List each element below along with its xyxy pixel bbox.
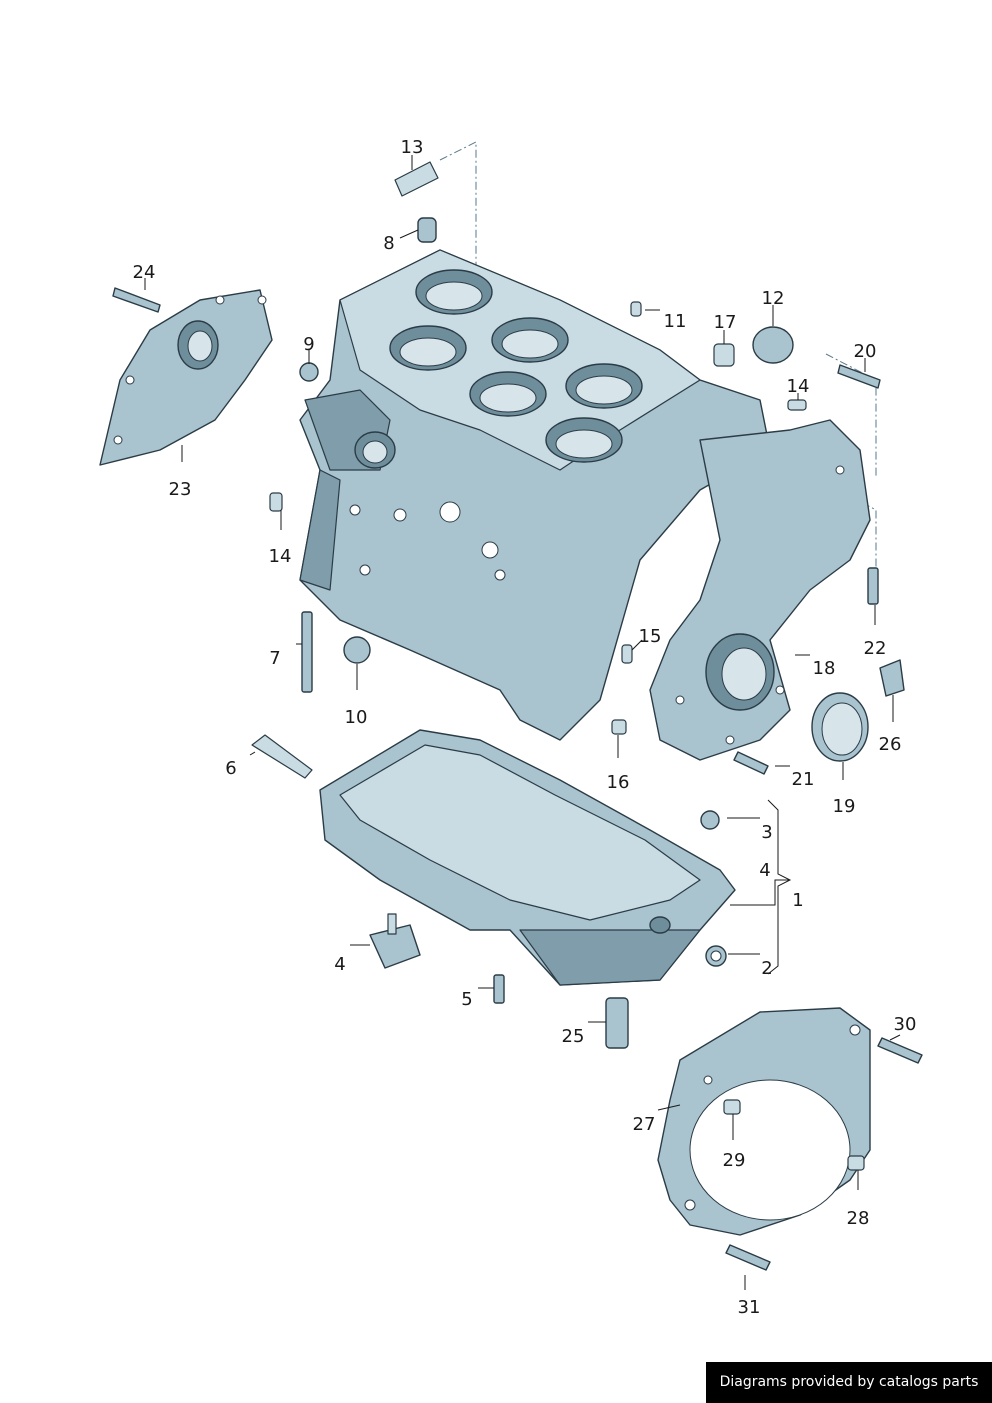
callout-8: 8 xyxy=(383,233,394,254)
callout-4b: 4 xyxy=(334,954,345,975)
callout-15: 15 xyxy=(639,626,662,647)
callout-13: 13 xyxy=(401,137,424,158)
leader-lines xyxy=(144,155,901,1290)
callout-19: 19 xyxy=(833,796,856,817)
attribution-footer: Diagrams provided by catalogs parts xyxy=(706,1362,992,1403)
callout-27: 27 xyxy=(633,1114,656,1135)
callout-21: 21 xyxy=(792,769,815,790)
callout-20: 20 xyxy=(854,341,877,362)
callout-17: 17 xyxy=(714,312,737,333)
callout-3: 3 xyxy=(761,822,772,843)
callout-30: 30 xyxy=(894,1014,917,1035)
rear-cover xyxy=(99,289,273,466)
callout-2: 2 xyxy=(761,958,772,979)
intermediate-plate xyxy=(657,1007,871,1236)
cylinder-block xyxy=(299,249,771,741)
callout-28: 28 xyxy=(847,1208,870,1229)
callout-10: 10 xyxy=(345,707,368,728)
callout-14b: 14 xyxy=(269,546,292,567)
callout-18: 18 xyxy=(813,658,836,679)
callout-11: 11 xyxy=(664,311,687,332)
callout-23: 23 xyxy=(169,479,192,500)
callout-1: 1 xyxy=(792,890,803,911)
callout-9: 9 xyxy=(303,334,314,355)
oil-pan xyxy=(319,729,736,986)
callout-labels: 1 2 3 4 4 5 6 7 8 9 10 11 12 13 14 14 15… xyxy=(133,137,917,1318)
timing-cover xyxy=(649,419,871,761)
callout-29: 29 xyxy=(723,1150,746,1171)
callout-4a: 4 xyxy=(759,860,770,881)
callout-7: 7 xyxy=(269,648,280,669)
callout-25: 25 xyxy=(562,1026,585,1047)
callout-16: 16 xyxy=(607,772,630,793)
callout-6: 6 xyxy=(225,758,236,779)
callout-12: 12 xyxy=(762,288,785,309)
callout-24: 24 xyxy=(133,262,156,283)
callout-14a: 14 xyxy=(787,376,810,397)
callout-22: 22 xyxy=(864,638,887,659)
callout-26: 26 xyxy=(879,734,902,755)
callout-5: 5 xyxy=(461,989,472,1010)
small-parts xyxy=(112,161,923,1271)
callout-31: 31 xyxy=(738,1297,761,1318)
